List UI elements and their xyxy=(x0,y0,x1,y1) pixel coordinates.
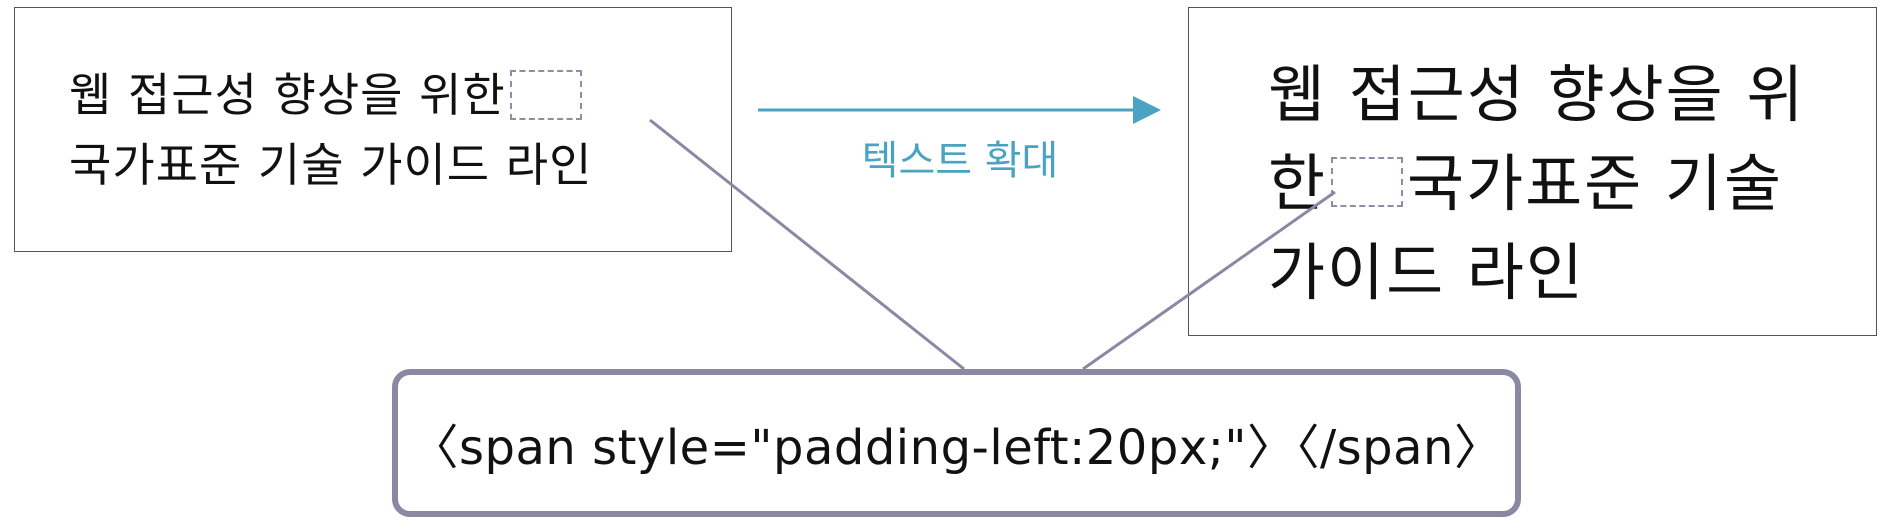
after-line-1: 웹 접근성 향상을 위 xyxy=(1268,58,1806,131)
code-callout-box: 〈span style="padding-left:20px;"〉〈/span〉 xyxy=(392,369,1521,517)
padding-gap-after xyxy=(1331,156,1404,207)
padding-gap-before xyxy=(509,69,582,120)
after-line-3: 가이드 라인 xyxy=(1268,236,1585,309)
arrow-label: 텍스트 확대 xyxy=(861,138,1059,184)
before-text: 웹 접근성 향상을 위한 국가표준 기술 가이드 라인 xyxy=(69,60,592,200)
before-text-box xyxy=(14,7,732,252)
before-line-1: 웹 접근성 향상을 위한 xyxy=(69,60,592,130)
code-snippet: 〈span style="padding-left:20px;"〉〈/span〉 xyxy=(410,420,1503,476)
right-arrow-icon xyxy=(758,96,1161,124)
before-line-2: 국가표준 기술 가이드 라인 xyxy=(69,138,593,192)
